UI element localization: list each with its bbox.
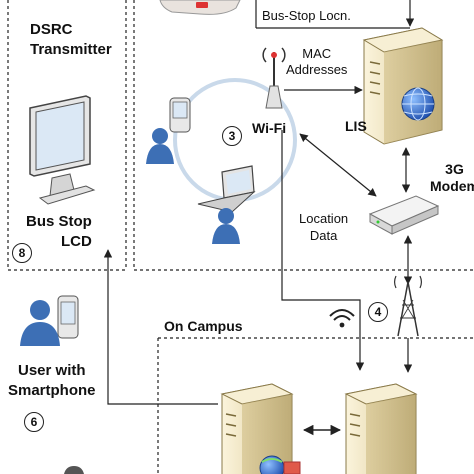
user-laptop-icon [197, 165, 256, 244]
step-4-badge: 4 [368, 302, 388, 322]
lis-label: LIS [345, 118, 367, 134]
campus-to-lcd-line [103, 249, 218, 405]
bus-stop-boundary [7, 0, 127, 271]
wifi-antenna-icon [262, 47, 286, 109]
globe-icon [401, 87, 435, 121]
dsrc-transmitter-label: DSRC Transmitter [30, 21, 112, 58]
step-3-badge: 3 [222, 126, 242, 146]
dsrc-device-icon [159, 0, 241, 15]
user-pda-icon [146, 97, 191, 164]
cell-tower-icon [394, 275, 422, 337]
bus-stop-lcd-label: Bus Stop LCD [26, 213, 92, 251]
bus-stop-locn-label: Bus-Stop Locn. [262, 8, 351, 23]
wifi-to-campus-line [281, 130, 365, 371]
location-data-label: Location Data [299, 211, 349, 243]
partial-bottom-icon [64, 466, 84, 474]
three-g-modem-label: 3G Modem [430, 161, 474, 194]
campus-server-left-icon [220, 383, 294, 474]
wifi-signal-icon [329, 309, 355, 328]
bus-stop-lcd-icon [29, 95, 96, 205]
on-campus-boundary [157, 337, 474, 474]
campus-server-right-icon [344, 383, 418, 474]
step-6-badge: 6 [24, 412, 44, 432]
mac-addresses-label: MAC Addresses [286, 46, 348, 77]
user-smartphone-icon [20, 295, 79, 346]
wifi-modem-arrow [299, 133, 377, 197]
modem-3g-icon [368, 195, 440, 235]
on-campus-label: On Campus [164, 318, 243, 334]
bus-stop-locn-connector [255, 0, 415, 29]
network-boundary [133, 0, 474, 271]
campus-device-red [283, 461, 301, 474]
user-with-smartphone-label: User with Smartphone [8, 362, 96, 399]
wifi-label: Wi-Fi [252, 120, 287, 136]
lis-server-icon [362, 27, 444, 145]
step-8-badge: 8 [12, 243, 32, 263]
